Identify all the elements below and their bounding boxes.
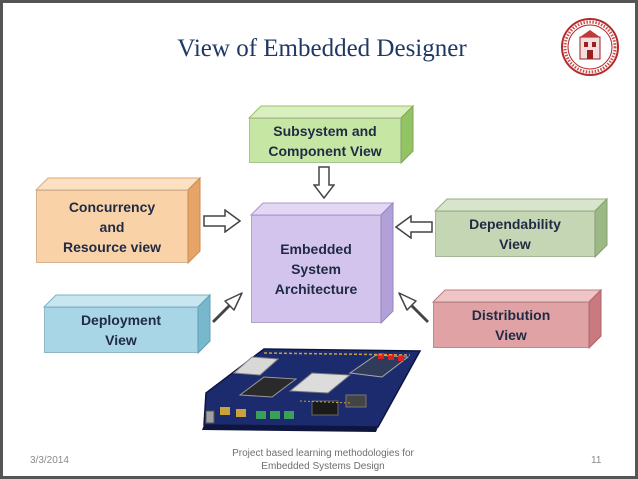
concurrency-resource-view-box: Concurrency and Resource view — [34, 176, 202, 265]
footer-caption-line1: Project based learning methodologies for — [232, 448, 414, 459]
deployment-box-label: Deployment View — [44, 307, 198, 353]
footer-date: 3/3/2014 — [30, 455, 69, 466]
university-logo-icon — [561, 18, 619, 76]
left-arrow-icon — [395, 215, 433, 239]
footer-page-number: 11 — [591, 455, 602, 466]
subsystem-box-label: Subsystem and Component View — [249, 118, 401, 163]
architecture-box-label: Embedded System Architecture — [251, 215, 381, 323]
deployment-view-box: Deployment View — [42, 293, 212, 355]
diagonal-up-left-arrow-icon — [398, 292, 429, 323]
right-arrow-icon — [203, 209, 241, 233]
concurrency-box-label: Concurrency and Resource view — [36, 190, 188, 263]
fpga-board-icon — [202, 348, 422, 432]
distribution-view-box: Distribution View — [431, 288, 603, 350]
dependability-box-label: Dependability View — [435, 211, 595, 257]
distribution-box-label: Distribution View — [433, 302, 589, 348]
diagonal-up-right-arrow-icon — [212, 292, 243, 323]
down-arrow-icon — [313, 166, 335, 200]
dependability-view-box: Dependability View — [433, 197, 609, 259]
subsystem-component-view-box: Subsystem and Component View — [247, 104, 415, 165]
footer-caption-line2: Embedded Systems Design — [261, 461, 385, 472]
slide-title: View of Embedded Designer — [177, 35, 467, 62]
footer-caption: Project based learning methodologies for… — [223, 447, 423, 473]
box-depth — [433, 197, 609, 259]
embedded-system-architecture-box: Embedded System Architecture — [249, 201, 395, 325]
